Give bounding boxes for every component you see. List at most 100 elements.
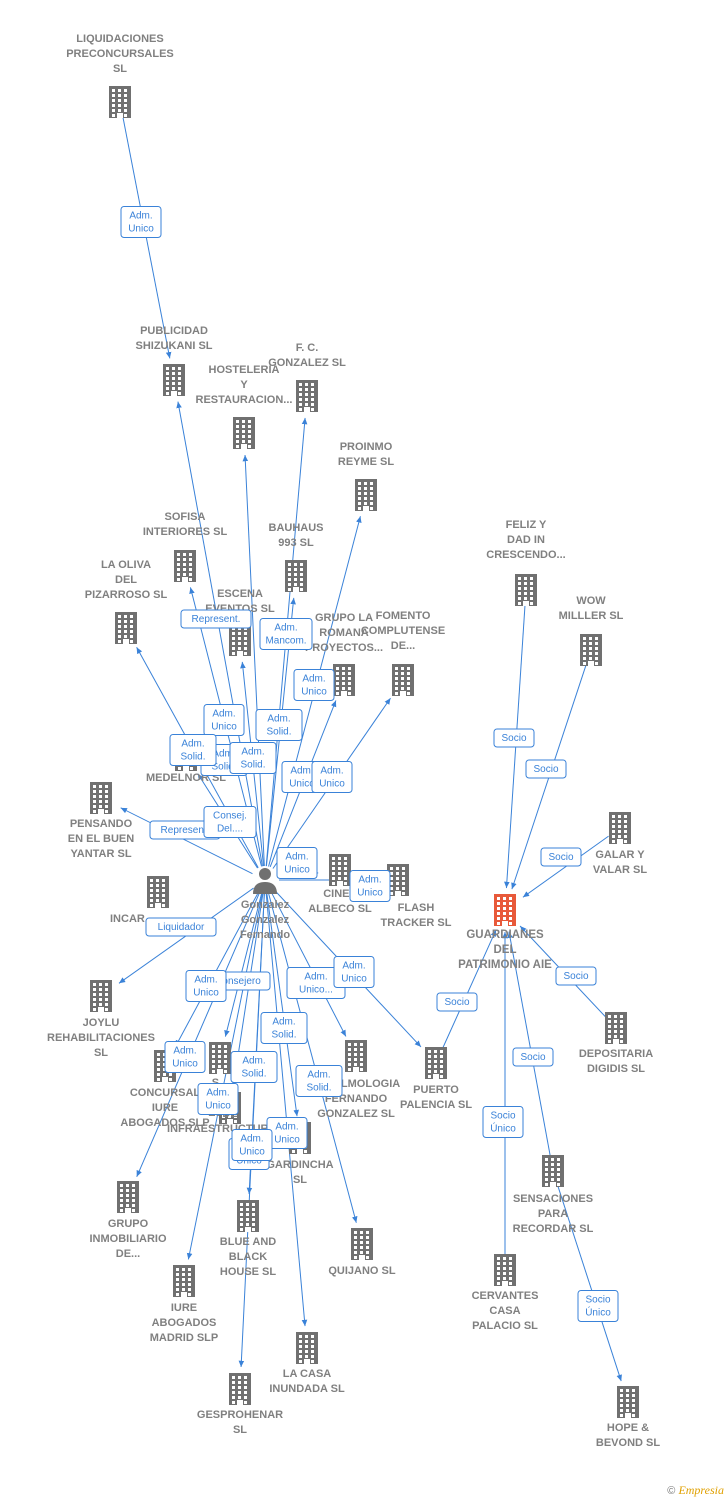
edge-label[interactable]: Socio	[540, 847, 582, 867]
edge-label[interactable]: Socio	[493, 728, 535, 748]
edge-label[interactable]: Adm.Unico	[185, 970, 227, 1002]
node-label: GRUPO	[108, 1218, 149, 1230]
edge-label[interactable]: Socio	[555, 966, 597, 986]
edge-label[interactable]: Adm.Solid.	[229, 742, 277, 774]
building-icon-depositaria[interactable]	[605, 1012, 627, 1044]
building-icon-galar[interactable]	[609, 812, 631, 844]
building-icon-joylu[interactable]	[90, 980, 112, 1012]
node-label: VALAR SL	[593, 864, 647, 876]
building-icon-oliva[interactable]	[115, 612, 137, 644]
building-icon-puerto[interactable]	[425, 1047, 447, 1079]
building-icon-oftalmologia[interactable]	[345, 1040, 367, 1072]
node-label: FOMENTO	[376, 610, 431, 622]
edge-label[interactable]: Adm.Unico	[164, 1041, 206, 1073]
building-icon-incar[interactable]	[147, 876, 169, 908]
edge-label[interactable]: Adm.Solid.	[255, 709, 303, 741]
building-icon-escena[interactable]	[229, 624, 251, 656]
edge-label[interactable]: Adm.Mancom.	[259, 618, 313, 650]
edge-person-grupoinmo	[136, 892, 260, 1178]
node-label: FLASH	[398, 902, 435, 914]
node-label: HOPE &	[607, 1422, 649, 1434]
building-icon-hosteleria[interactable]	[233, 417, 255, 449]
building-icon-cervantes[interactable]	[494, 1254, 516, 1286]
node-label: GARDINCHA	[266, 1159, 333, 1171]
building-icon-flash[interactable]	[387, 864, 409, 896]
node-label: INMOBILIARIO	[90, 1233, 167, 1245]
edge-label[interactable]: Adm.Unico	[120, 206, 162, 238]
building-icon-sofisa[interactable]	[174, 550, 196, 582]
building-icon-blueblack[interactable]	[237, 1200, 259, 1232]
edge-label[interactable]: Adm.Unico	[197, 1083, 239, 1115]
building-icon-quijano[interactable]	[351, 1228, 373, 1260]
building-icon-hope[interactable]	[617, 1386, 639, 1418]
building-icon-cines[interactable]	[329, 854, 351, 886]
edge-label[interactable]: Consej. Del....	[203, 806, 257, 838]
building-icon-proinmo[interactable]	[355, 479, 377, 511]
person-icon[interactable]	[253, 868, 277, 894]
building-icon-sid[interactable]	[209, 1042, 231, 1074]
building-icon-grupolaromana[interactable]	[333, 664, 355, 696]
edge-label-text: Único	[585, 1306, 611, 1319]
edge-label[interactable]: Socio	[525, 759, 567, 779]
edge-label-text: Solid.	[241, 1069, 266, 1080]
edge-label[interactable]: Adm.Unico	[231, 1129, 273, 1161]
edge-person-concursal	[174, 892, 259, 1047]
edge-label-text: Del....	[217, 824, 243, 835]
edge-label[interactable]: Adm.Unico	[333, 956, 375, 988]
edge-label-text: Unico	[289, 779, 315, 790]
edge-label[interactable]: Adm.Unico	[293, 669, 335, 701]
building-icon-bauhaus[interactable]	[285, 560, 307, 592]
node-label: BLUE AND	[220, 1236, 276, 1248]
node-label: SOFISA	[165, 511, 206, 523]
building-icon-lacasa[interactable]	[296, 1332, 318, 1364]
node-label: GALAR Y	[595, 849, 645, 861]
edge-label-text: Adm.	[173, 1046, 196, 1057]
node-label: SHIZUKANI SL	[136, 340, 213, 352]
edge-label-text: Unico	[301, 687, 327, 698]
edge-label-text: Solid.	[211, 762, 236, 773]
building-icon-fomento[interactable]	[392, 664, 414, 696]
edge-label[interactable]: Socio	[512, 1047, 554, 1067]
edge-person-hosteleria	[242, 454, 265, 867]
edge-label-text: Unico	[128, 224, 154, 235]
edge-label[interactable]: Adm.Solid.	[230, 1051, 278, 1083]
building-icon-gesprohenar[interactable]	[229, 1373, 251, 1405]
building-icon-grupoinmo[interactable]	[117, 1181, 139, 1213]
edge-label[interactable]: Adm.Unico	[276, 847, 318, 879]
node-label: Y	[240, 379, 248, 391]
edge-label[interactable]: Represent.	[149, 820, 221, 840]
edge-label[interactable]: Adm.Solid.	[169, 734, 217, 766]
node-label: DEL	[494, 944, 517, 956]
building-icon-feliz[interactable]	[515, 574, 537, 606]
node-label: PUBLICIDAD	[140, 325, 208, 337]
edge-label[interactable]: Adm.Unico	[266, 1117, 308, 1149]
edge-label[interactable]: Adm.Unico...	[286, 967, 346, 999]
edge-label-text: Unico...	[299, 985, 333, 996]
building-icon-guardianes[interactable]	[494, 894, 516, 926]
edge-label-text: Adm.	[267, 714, 290, 725]
edge-label[interactable]: Adm.Unico	[349, 870, 391, 902]
brand-logo[interactable]: Empresia	[678, 1483, 724, 1497]
edge-label[interactable]: Adm.Unico	[311, 761, 353, 793]
edge-label[interactable]: Adm.Solid.	[295, 1065, 343, 1097]
edge-label-text: Adm.	[358, 875, 381, 886]
edge-label[interactable]: Socio	[436, 992, 478, 1012]
building-icon-shizukani[interactable]	[163, 364, 185, 396]
building-icon-iure[interactable]	[173, 1265, 195, 1297]
edge-label-text: Unico	[211, 722, 237, 733]
edge-label[interactable]: Liquidador	[145, 917, 217, 937]
edge-label[interactable]: Represent.	[180, 609, 252, 629]
building-icon-liquidaciones[interactable]	[109, 86, 131, 118]
edge-label[interactable]: Adm.Unico	[203, 704, 245, 736]
building-icon-pensando[interactable]	[90, 782, 112, 814]
building-icon-sensaciones[interactable]	[542, 1155, 564, 1187]
edge-label-text: Adm.	[240, 1134, 263, 1145]
edge-label-text: Adm.	[320, 766, 343, 777]
edge-label-text: Unico	[341, 974, 367, 985]
building-icon-fc[interactable]	[296, 380, 318, 412]
edge-label-text: Consej.	[213, 811, 247, 822]
building-icon-wow[interactable]	[580, 634, 602, 666]
edge-label[interactable]: Adm.Solid.	[260, 1012, 308, 1044]
